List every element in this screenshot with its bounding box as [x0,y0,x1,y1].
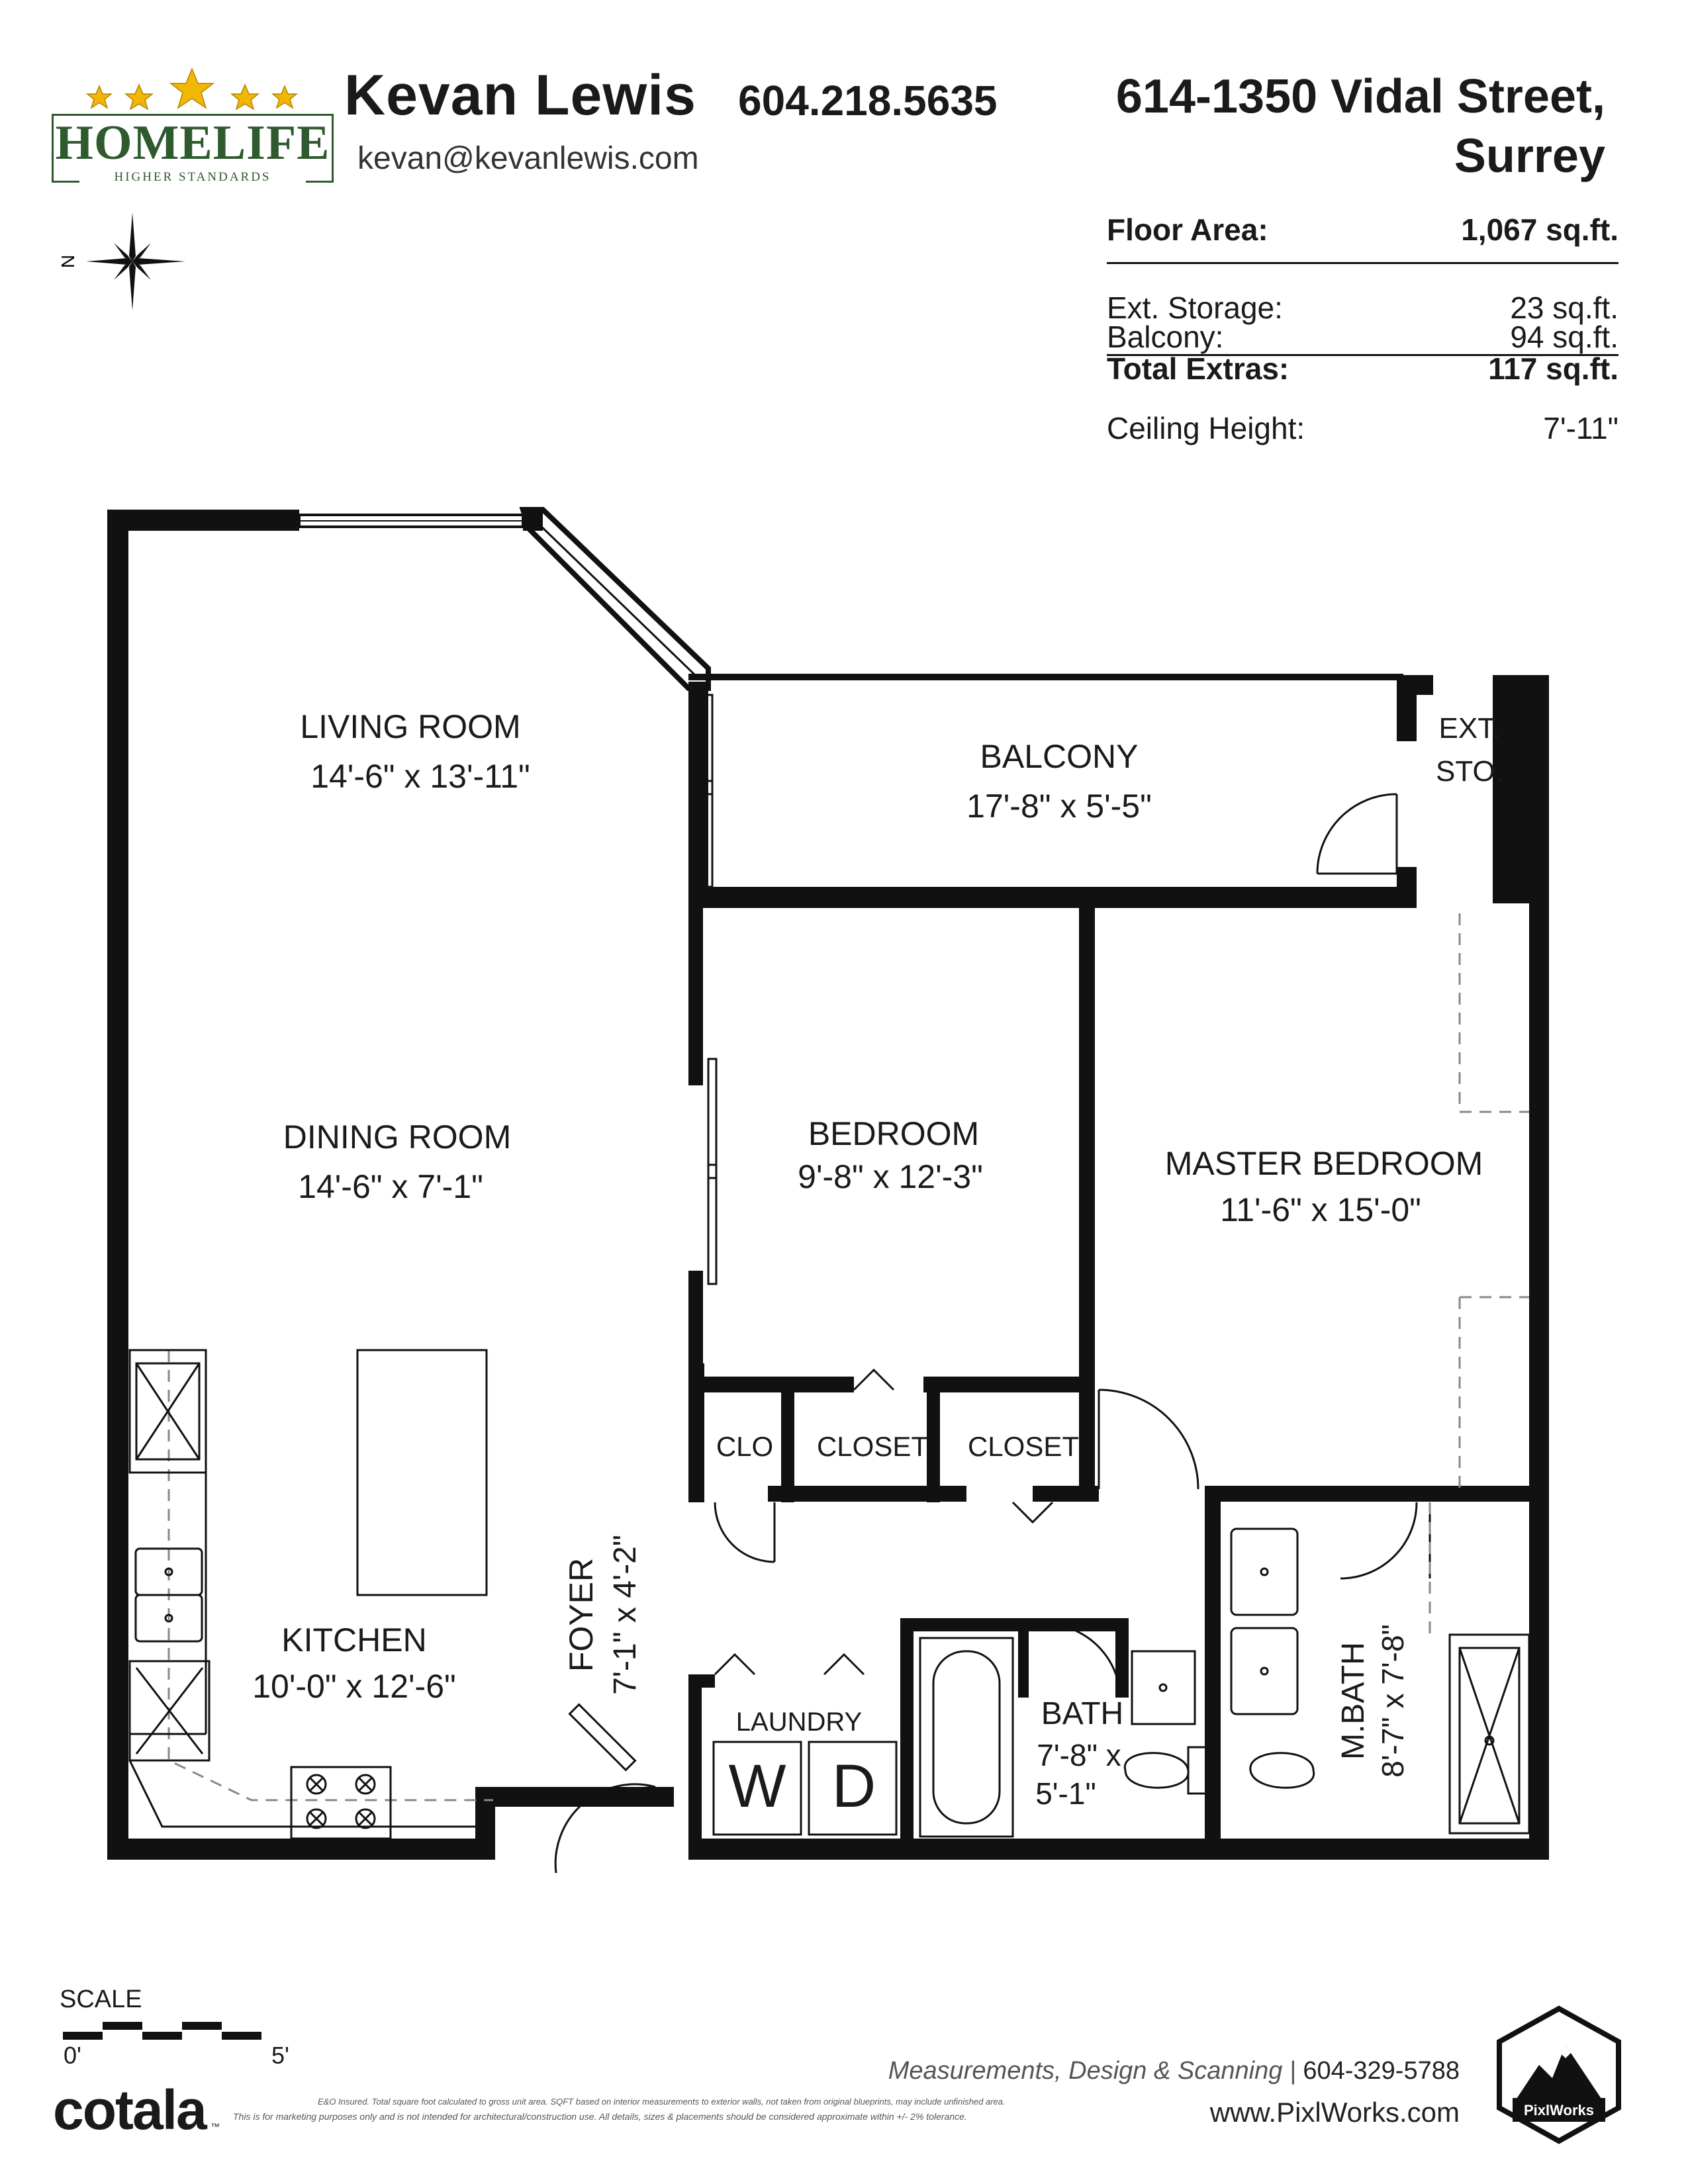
agent-phone: 604.218.5635 [738,77,998,124]
ceiling-height-label: Ceiling Height: [1107,411,1305,445]
clo-label: CLO [716,1431,773,1462]
kitchen-label: KITCHEN [281,1621,426,1659]
badge-text: PixlWorks [1524,2102,1594,2118]
dining-room-dimensions: 14'-6" x 7'-1" [298,1168,483,1205]
balcony-label: BALCONY [980,738,1139,775]
dashed-outlines [167,913,1529,1801]
stats-divider [1107,354,1618,356]
floor-area-label: Floor Area: [1107,212,1268,247]
disclaimer-line-2: This is for marketing purposes only and … [233,2111,967,2122]
agent-email: kevan@kevanlewis.com [357,141,699,176]
agent-name: Kevan Lewis [344,64,696,127]
logo-brand: HOMELIFE [55,116,330,170]
dryer-label: D [832,1752,876,1820]
door-swings [554,793,1431,1874]
living-window [298,514,524,528]
angled-window [519,507,711,691]
living-room-label: LIVING ROOM [300,708,520,745]
star-icon [169,68,215,109]
foyer-dimensions: 7'-1" x 4'-2" [608,1535,643,1695]
balcony-area-value: 94 sq.ft. [1510,320,1618,354]
kitchen-fixtures [128,1349,493,1840]
star-icon [271,85,299,109]
bedroom-label: BEDROOM [808,1115,979,1152]
stats-divider [1107,262,1618,264]
total-extras-label: Total Extras: [1107,351,1289,386]
logo-tagline: HIGHER STANDARDS [79,170,306,185]
ext-storage-label-1: EXT. [1439,712,1501,745]
master-bedroom-dimensions: 11'-6" x 15'-0" [1220,1191,1421,1228]
credit-line: Measurements, Design & Scanning | 604-32… [888,2057,1460,2085]
bath-dimensions-2: 5'-1" [1035,1776,1096,1811]
exterior-walls [107,510,1549,1860]
compass-rose-icon: N [60,212,185,310]
master-bath-dimensions: 8'-7" x 7'-8" [1376,1624,1410,1778]
address-line-1: 614-1350 Vidal Street, [1115,70,1605,123]
ext-storage-value: 23 sq.ft. [1510,291,1618,325]
closet-label-1: CLOSET [817,1431,928,1462]
balcony-doors [702,694,1322,1285]
floor-area-value: 1,067 sq.ft. [1461,212,1618,247]
bath-dimensions-1: 7'-8" x [1037,1738,1121,1772]
foyer-label: FOYER [563,1558,600,1672]
mountain-icon [1513,2045,1605,2105]
compass-north-label: N [60,255,78,268]
ext-storage-label-2: STO. [1436,755,1503,788]
scale-title: SCALE [60,1985,142,2013]
credit-text: Measurements, Design & Scanning | [888,2057,1296,2085]
website-link[interactable]: www.PixlWorks.com [1209,2097,1460,2128]
laundry-machines [712,1741,898,1836]
interior-walls [688,682,1529,1860]
scale-bar [63,2022,261,2040]
scale-end-label: 5' [271,2042,289,2069]
balcony-dimensions: 17'-8" x 5'-5" [966,788,1152,825]
bedroom-dimensions: 9'-8" x 12'-3" [798,1158,983,1195]
ceiling-height-value: 7'-11" [1543,411,1618,445]
scale-start-label: 0' [64,2042,81,2069]
living-room-dimensions: 14'-6" x 13'-11" [310,758,530,795]
cotala-trademark: ™ [211,2121,220,2132]
bath-fixtures [919,1527,1530,1838]
cotala-logo: cotala [53,2079,207,2141]
laundry-label: LAUNDRY [736,1707,862,1737]
area-stats: Floor Area: 1,067 sq.ft. Ext. Storage: 2… [1107,212,1618,450]
star-icon [230,83,260,111]
pixlworks-badge: PixlWorks [1497,2005,1621,2144]
kitchen-dimensions: 10'-0" x 12'-6" [252,1668,456,1705]
ext-storage-label: Ext. Storage: [1107,291,1283,325]
credit-phone: 604-329-5788 [1303,2057,1460,2085]
total-extras-value: 117 sq.ft. [1488,351,1618,386]
address-line-2: Surrey [1454,130,1605,183]
closet-label-2: CLOSET [968,1431,1079,1462]
star-icon [85,85,113,109]
logo-stars [85,68,299,111]
dining-room-label: DINING ROOM [283,1118,511,1156]
star-icon [124,83,154,111]
balcony-area-label: Balcony: [1107,320,1224,354]
master-bath-label: M.BATH [1336,1642,1371,1760]
washer-label: W [729,1752,786,1820]
master-bedroom-label: MASTER BEDROOM [1165,1145,1483,1182]
stove-burners [306,1774,376,1829]
disclaimer-line-1: E&O Insured. Total square foot calculate… [318,2097,1006,2107]
bath-label: BATH [1041,1696,1123,1731]
